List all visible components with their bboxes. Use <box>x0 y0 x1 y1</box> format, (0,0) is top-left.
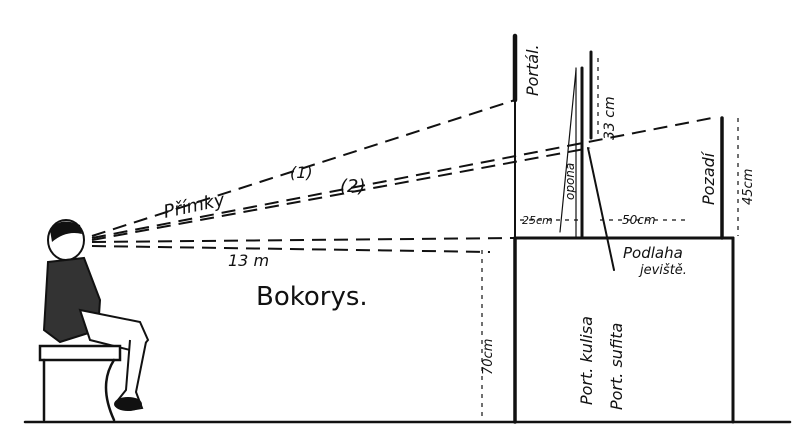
dist-50-label: 50cm <box>622 213 656 227</box>
bench <box>38 344 122 422</box>
stage-height-label: 70cm <box>481 339 496 375</box>
stage-floor-label-2: jeviště. <box>638 263 687 278</box>
dist-25-label: 25cm <box>522 214 553 227</box>
diagram-title: Bokorys. <box>256 282 368 312</box>
sight-lines <box>91 99 713 253</box>
curtain-label: opona <box>563 163 577 200</box>
stage-box <box>513 236 735 424</box>
wing-label: Port. kulisa <box>577 316 596 405</box>
seated-boy-figure <box>42 219 150 412</box>
backdrop-height-label: 45cm <box>741 169 756 205</box>
line-1-label: (1) <box>290 163 313 182</box>
portal-wing <box>559 66 584 240</box>
distance-label: 13 m <box>228 251 269 270</box>
sufita-arrow <box>587 147 615 271</box>
portal-label: Portál. <box>523 44 542 96</box>
backdrop-label: Pozadí <box>699 150 718 205</box>
line-2-label: (2) <box>340 176 366 197</box>
stage-floor-label: Podlaha <box>623 244 683 262</box>
sight-lines-label: Přímky <box>162 189 227 222</box>
border-height-label: 33 cm <box>602 96 618 140</box>
border-label: Port. sufita <box>607 323 626 410</box>
